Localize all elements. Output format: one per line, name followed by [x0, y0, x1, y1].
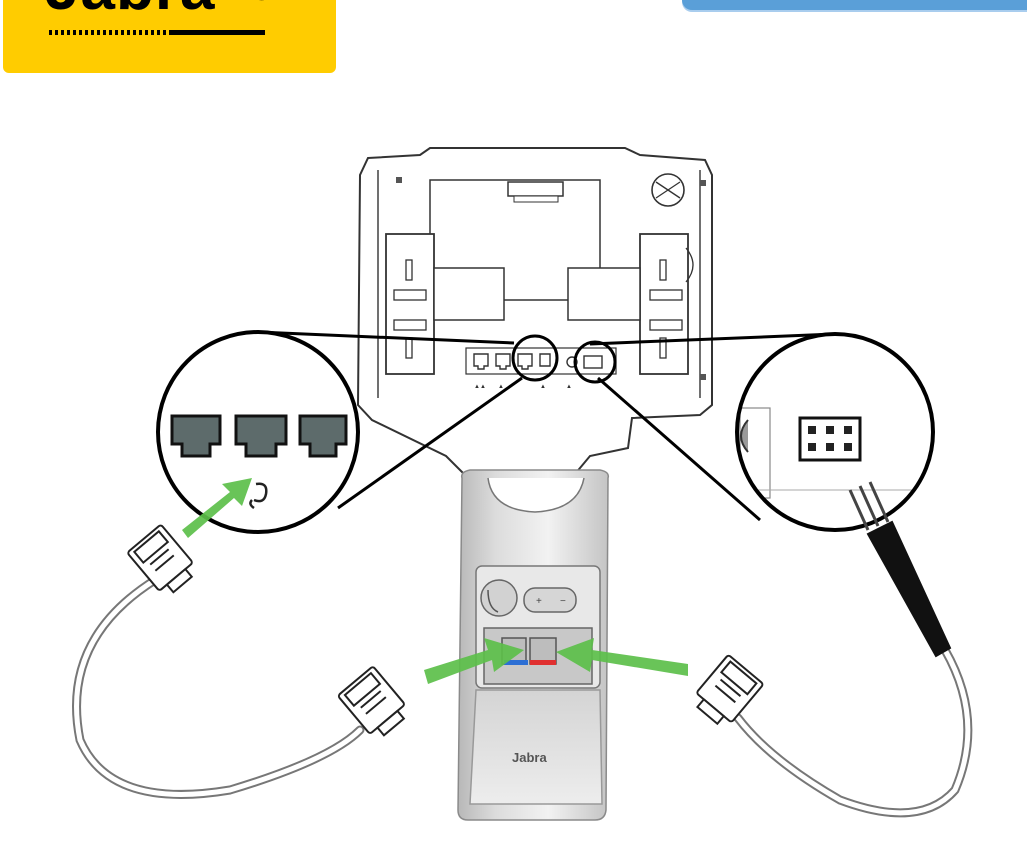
jabra-logo-badge: Jabra GN — [3, 0, 336, 73]
cable-left — [72, 524, 406, 799]
headset-base: + − Jabra — [457, 469, 610, 821]
svg-text:▲: ▲ — [498, 384, 504, 390]
arrow-cable-to-phone-port — [182, 478, 252, 538]
logo-underline — [49, 30, 265, 35]
aux-plug — [848, 481, 952, 658]
green-arrows — [182, 478, 688, 684]
zoom-ring-headset-port — [511, 334, 559, 382]
logo-wordmark: Jabra — [45, 0, 215, 20]
svg-text:▲: ▲ — [540, 384, 546, 390]
magnifier-lines — [257, 330, 836, 522]
headset-icon — [249, 482, 268, 510]
aux-pin-icon — [798, 416, 862, 462]
svg-text:▲: ▲ — [566, 384, 572, 390]
arrow-left-cable-to-base — [424, 638, 524, 684]
logo-gn-suffix: GN — [251, 0, 290, 4]
zoom-ring-aux-port — [573, 340, 617, 384]
arrow-right-cable-to-base — [556, 638, 688, 676]
svg-text:−: − — [560, 596, 566, 607]
svg-text:▲▲: ▲▲ — [474, 384, 486, 390]
zoom-circle-aux-port — [735, 332, 935, 532]
svg-text:+: + — [536, 596, 542, 607]
zoom-circle-phone-ports — [156, 330, 360, 534]
base-logo: Jabra — [512, 750, 547, 765]
top-banner-strip — [682, 0, 1027, 10]
cable-right — [696, 481, 973, 818]
desk-phone: ▲▲ ▲ ▲ ▲ — [356, 147, 713, 481]
